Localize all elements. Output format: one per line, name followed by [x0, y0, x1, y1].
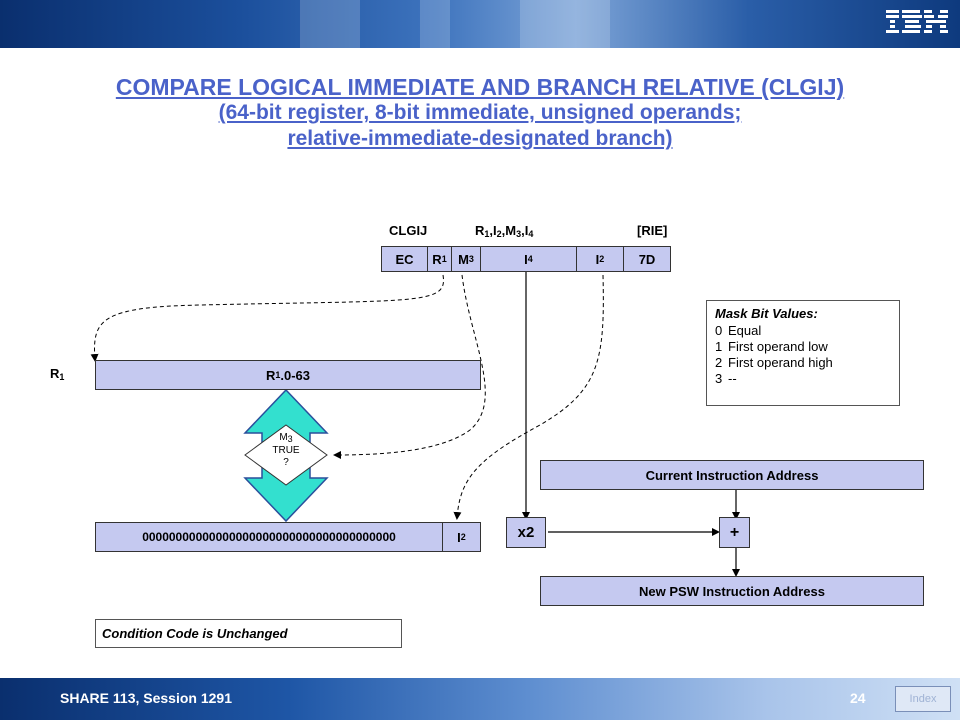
register-label: R1 — [50, 366, 65, 382]
header-banner — [0, 0, 960, 48]
new-psw-address-box: New PSW Instruction Address — [540, 576, 924, 606]
m3-dashed-connector — [333, 274, 486, 459]
page-subtitle-line1: (64-bit register, 8-bit immediate, unsig… — [218, 101, 742, 124]
index-button[interactable]: Index — [895, 686, 951, 712]
footer-bar — [0, 678, 960, 720]
field-opcode-7d: 7D — [623, 246, 671, 272]
ibm-logo — [886, 10, 948, 33]
current-instruction-address-box: Current Instruction Address — [540, 460, 924, 490]
field-ec: EC — [381, 246, 428, 272]
mnemonic-label: CLGIJ — [389, 223, 428, 238]
format-type-label: [RIE] — [637, 223, 668, 238]
page-number: 24 — [850, 690, 866, 706]
footer-session: SHARE 113, Session 1291 — [60, 690, 232, 706]
condition-code-note: Condition Code is Unchanged — [95, 619, 402, 648]
page-subtitle-line2: relative-immediate-designated branch) — [287, 127, 673, 150]
decision-label: M3 TRUE ? — [272, 432, 300, 468]
multiply-x2-box: x2 — [506, 517, 546, 548]
mask-title: Mask Bit Values: — [715, 306, 818, 321]
r1-dashed-connector — [90, 274, 445, 362]
mask-row: 3-- — [715, 371, 737, 386]
page-title: COMPARE LOGICAL IMMEDIATE AND BRANCH REL… — [115, 74, 845, 100]
operands-label: R1,I2,M3,I4 — [475, 223, 534, 239]
adder-plus-box: + — [719, 517, 750, 548]
immediate-zero-extension: 00000000000000000000000000000000000000 — [95, 522, 443, 552]
decision-diamond — [244, 424, 328, 486]
